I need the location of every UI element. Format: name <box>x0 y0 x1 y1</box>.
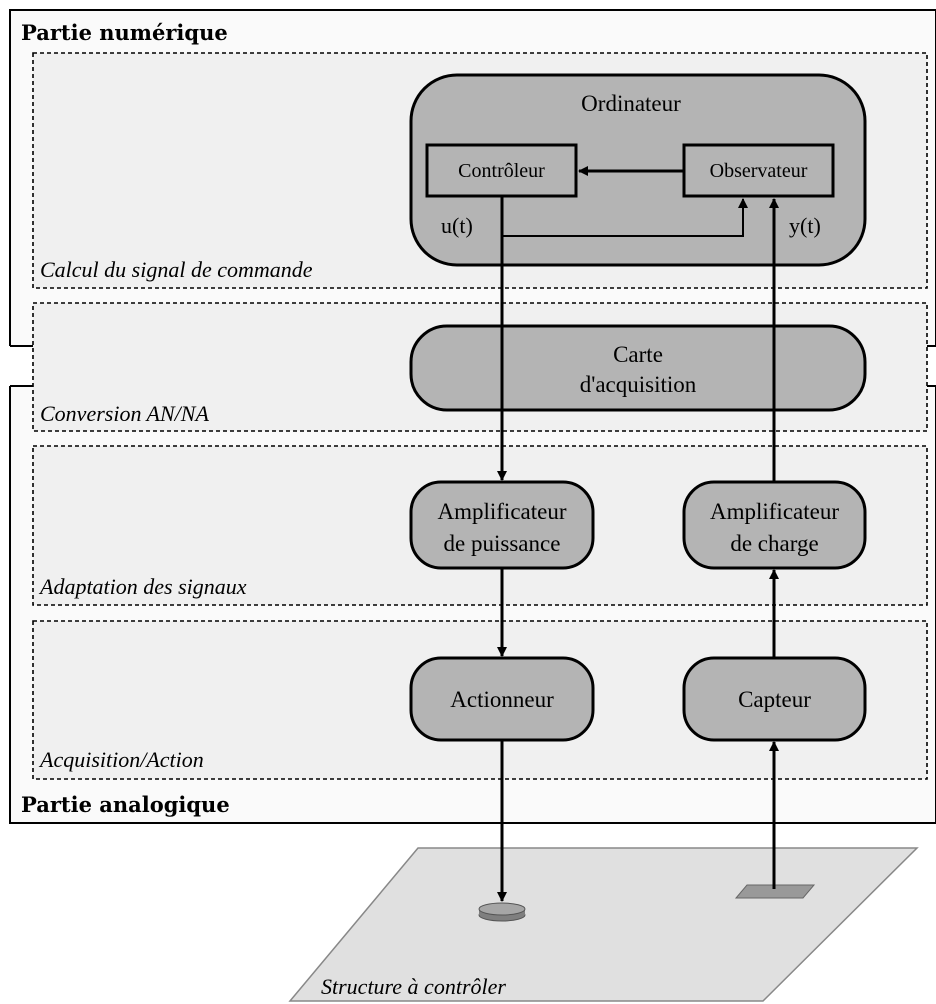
structure-label: Structure à contrôler <box>321 974 506 999</box>
controleur-label: Contrôleur <box>458 160 545 182</box>
amp-puissance-label-line1: Amplificateur <box>437 499 566 524</box>
observateur-label: Observateur <box>710 160 808 182</box>
actionneur-label: Actionneur <box>450 687 554 712</box>
digital-section-title: Partie numérique <box>21 20 228 45</box>
layer-label-conversion: Conversion AN/NA <box>40 401 209 426</box>
amp-puissance-label-line2: de puissance <box>444 531 561 556</box>
layer-label-acquisition: Acquisition/Action <box>38 747 204 772</box>
sensor-patch <box>734 884 816 899</box>
layer-label-calcul: Calcul du signal de commande <box>40 257 313 282</box>
layer-label-adaptation: Adaptation des signaux <box>38 574 247 599</box>
capteur-label: Capteur <box>738 687 811 712</box>
y-signal-label: y(t) <box>789 213 821 238</box>
amp-charge-label-line1: Amplificateur <box>710 499 839 524</box>
observateur-block <box>682 143 835 198</box>
analog-section-title: Partie analogique <box>21 792 230 817</box>
carte-label-line1: Carte <box>613 342 663 367</box>
amp-charge-label-line2: de charge <box>730 531 818 556</box>
arrow-u-to-observateur <box>502 198 748 237</box>
ordinateur-label: Ordinateur <box>581 91 681 116</box>
carte-acquisition-block <box>409 324 867 412</box>
actuator-disc-top <box>478 902 526 916</box>
carte-label-line2: d'acquisition <box>580 372 697 397</box>
u-signal-label: u(t) <box>441 213 473 238</box>
